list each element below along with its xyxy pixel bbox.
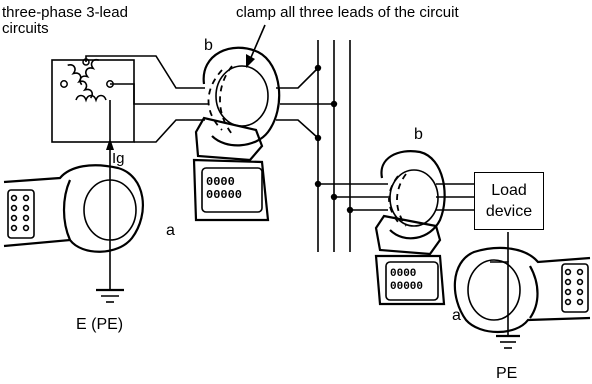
- load-device-box: Load device: [474, 172, 544, 230]
- load-earth: [490, 232, 509, 336]
- clamp-b-right: [374, 150, 446, 306]
- display-bottom-digits: 00000: [390, 281, 424, 293]
- clamp-side-buttons: [10, 194, 584, 306]
- load-label-line2: device: [485, 203, 533, 220]
- clamp-b-top: [192, 24, 281, 222]
- bus-bars: [276, 40, 474, 252]
- earth-label-right: PE: [496, 365, 518, 382]
- earth-label-left: E (PE): [76, 316, 124, 333]
- source-title-line2: circuits: [2, 20, 49, 37]
- clamp-a-right: [453, 246, 591, 349]
- load-label-line1: Load: [491, 182, 527, 199]
- clamp-a-right-label: a: [452, 307, 461, 324]
- clamp-b-right-display: 0000 00000: [390, 268, 423, 294]
- source-leads: [51, 55, 208, 196]
- display-top-digits: 0000: [390, 268, 417, 280]
- display-top-digits: 0000: [206, 175, 235, 189]
- source-title-line1: three-phase 3-lead: [2, 4, 128, 21]
- clamp-a-left: [3, 164, 145, 303]
- clamp-b-top-display: 0000 00000: [206, 176, 242, 202]
- clamp-a-left-label: a: [166, 222, 175, 239]
- leak-current-label: Ig: [112, 150, 125, 167]
- clamp-b-top-label: b: [204, 37, 213, 54]
- display-bottom-digits: 00000: [206, 188, 243, 202]
- callout-text: clamp all three leads of the circuit: [236, 4, 459, 21]
- transformer-coils: [60, 58, 114, 103]
- clamp-b-right-label: b: [414, 126, 423, 143]
